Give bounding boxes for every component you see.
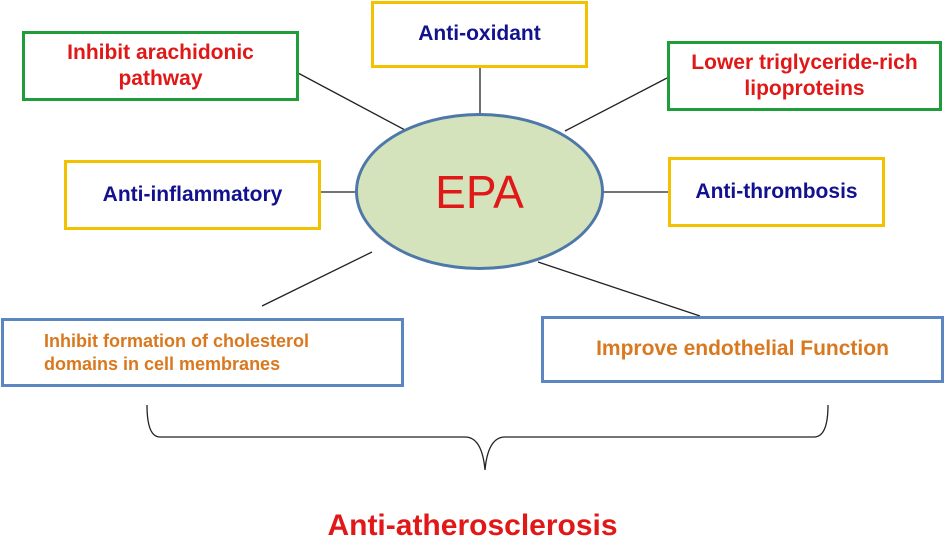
label-epa: EPA — [435, 165, 524, 218]
connector-arachidonic — [297, 72, 406, 131]
box-anti-thrombosis: Anti-thrombosis — [668, 157, 885, 227]
box-improve-endothelial: Improve endothelial Function — [541, 316, 944, 383]
box-inhibit-cholesterol: Inhibit formation of cholesterol domains… — [1, 318, 404, 387]
label-inhibit-cholesterol: Inhibit formation of cholesterol domains… — [44, 331, 309, 374]
box-inhibit-arachidonic: Inhibit arachidonic pathway — [22, 31, 299, 101]
brace — [146, 404, 829, 471]
connector-endothelial — [537, 261, 701, 317]
box-anti-oxidant: Anti-oxidant — [371, 1, 588, 68]
label-improve-endothelial: Improve endothelial Function — [596, 337, 889, 361]
label-lower-triglyceride: Lower triglyceride-rich lipoproteins — [691, 50, 918, 100]
label-anti-thrombosis: Anti-thrombosis — [695, 179, 858, 203]
connector-cholesterol — [261, 251, 373, 307]
label-inhibit-arachidonic: Inhibit arachidonic pathway — [67, 40, 254, 90]
label-anti-oxidant: Anti-oxidant — [418, 22, 541, 46]
label-anti-inflammatory: Anti-inflammatory — [102, 182, 283, 206]
box-lower-triglyceride: Lower triglyceride-rich lipoproteins — [667, 41, 942, 111]
box-anti-inflammatory: Anti-inflammatory — [64, 160, 321, 230]
outcome-label: Anti-atherosclerosis — [327, 509, 618, 542]
connector-triglyceride — [564, 77, 668, 132]
center-node-epa: EPA — [355, 113, 604, 270]
